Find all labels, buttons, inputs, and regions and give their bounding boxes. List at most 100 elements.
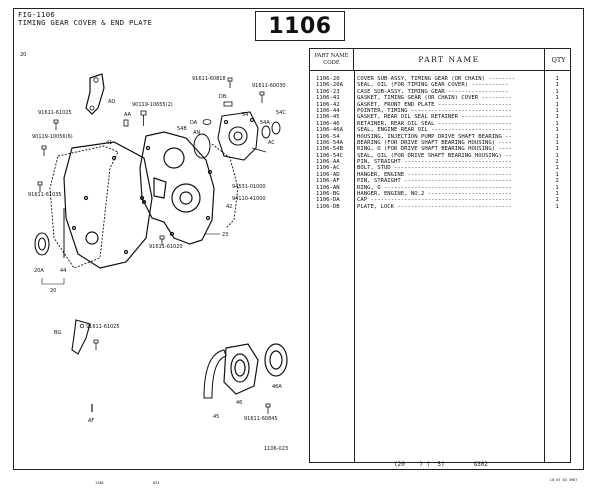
- callout-91611-61035: 91611-61035: [28, 192, 62, 198]
- callout-af: AF: [88, 418, 94, 424]
- callout-45: 45: [213, 414, 219, 420]
- o-ring-an: [193, 133, 211, 159]
- callout-91611-60845: 91611-60845: [244, 416, 278, 422]
- header-qty: QTY: [544, 49, 572, 71]
- bolt-90119: [140, 110, 147, 126]
- cap-da: [202, 119, 212, 125]
- callout-91611-61025-b: 91611-61025: [86, 324, 120, 330]
- callout-an: AN: [193, 130, 200, 136]
- bearing-54a: [261, 125, 271, 139]
- callout-46a: 46A: [272, 384, 282, 390]
- callout-90119-10655: 90119-10655(2): [132, 102, 173, 108]
- callout-42: 42: [226, 204, 232, 210]
- page-corner-code: L0 07 03 3907: [550, 478, 578, 482]
- injection-pump-housing-54: [217, 111, 259, 161]
- callout-23: 23: [222, 232, 228, 238]
- figure-label: FIG-1106: [18, 10, 56, 19]
- header-part-name: PART NAME: [418, 55, 480, 64]
- bolt-61025-a: [53, 119, 59, 130]
- callout-91611-60818: 91611-60818: [192, 76, 226, 82]
- timing-gear-case-23: [139, 131, 215, 245]
- callout-bg: BG: [54, 330, 61, 336]
- figure-number-box: 1106: [255, 11, 345, 41]
- callout-90119-10056: 90119-10056(6): [32, 134, 73, 140]
- engine-hanger-ad: [85, 73, 105, 115]
- header-part-name-code: PART NAME CODE: [310, 49, 354, 71]
- timing-gear-cover-20: [63, 141, 153, 269]
- callout-ac: AC: [268, 140, 275, 146]
- bolt-10056: [41, 145, 47, 156]
- callout-54c: 54C: [276, 110, 286, 116]
- lock-plate-db: [223, 101, 233, 107]
- callout-54: 54: [242, 112, 248, 118]
- callout-94110-41000: 94110-41000: [232, 196, 266, 202]
- bolt-60845: [265, 403, 271, 414]
- bolt-61035: [37, 181, 43, 192]
- callout-46: 46: [236, 400, 242, 406]
- oil-seal-54c: [271, 121, 281, 135]
- column-divider: [544, 71, 545, 462]
- bolt-60030: [259, 91, 265, 103]
- callout-db: DB: [219, 94, 227, 100]
- gasket-timing-cover-41: [49, 145, 119, 269]
- straight-pin-aa: [123, 119, 129, 127]
- callout-aa: AA: [124, 112, 132, 118]
- callout-94531-01000: 94531-01000: [232, 184, 266, 190]
- bottom-mid-mark: 023: [153, 481, 160, 485]
- bolt-61020: [159, 235, 165, 246]
- callout-91611-61025-a: 91611-61025: [38, 110, 72, 116]
- page-frame: [13, 8, 584, 470]
- table-footer-reference: (20 ) ( 5) G302: [394, 461, 488, 468]
- bolt-61025-b: [93, 339, 99, 350]
- bottom-left-mark: 1106: [95, 481, 104, 485]
- diagram-variant-label: 20: [20, 52, 26, 58]
- callout-54a: 54A: [260, 120, 270, 126]
- callout-ad: AD: [108, 99, 115, 105]
- engine-hanger-no2-bg: [71, 319, 91, 355]
- callout-44: 44: [60, 268, 66, 274]
- diagram-reference-code: 1106-023: [264, 446, 288, 452]
- callout-91611-61020: 91611-61020: [149, 244, 183, 250]
- callout-20: 20: [50, 288, 56, 294]
- figure-number: 1106: [268, 13, 332, 39]
- callout-41: 41: [106, 140, 112, 146]
- figure-title: TIMING GEAR COVER & END PLATE: [18, 18, 153, 27]
- callout-54b: 54B: [177, 126, 187, 132]
- gasket-front-end-plate-42: [211, 143, 239, 229]
- callout-da: DA: [190, 120, 198, 126]
- bolt-60818: [227, 77, 233, 88]
- exploded-parts-diagram: 20 AD 90119-10655(2) AA 91611-60818 9161…: [20, 52, 288, 452]
- column-divider: [354, 71, 355, 462]
- engine-rear-oil-seal-46a: [264, 343, 288, 377]
- callout-91611-60030: 91611-60030: [252, 83, 286, 89]
- rear-oil-seal-retainer-46: [223, 343, 259, 395]
- figure-heading: FIG-1106 TIMING GEAR COVER & END PLATE: [18, 11, 152, 27]
- callout-20a: 20A: [34, 268, 44, 274]
- rear-gasket-45: [203, 349, 227, 399]
- oil-seal-20a: [34, 232, 50, 256]
